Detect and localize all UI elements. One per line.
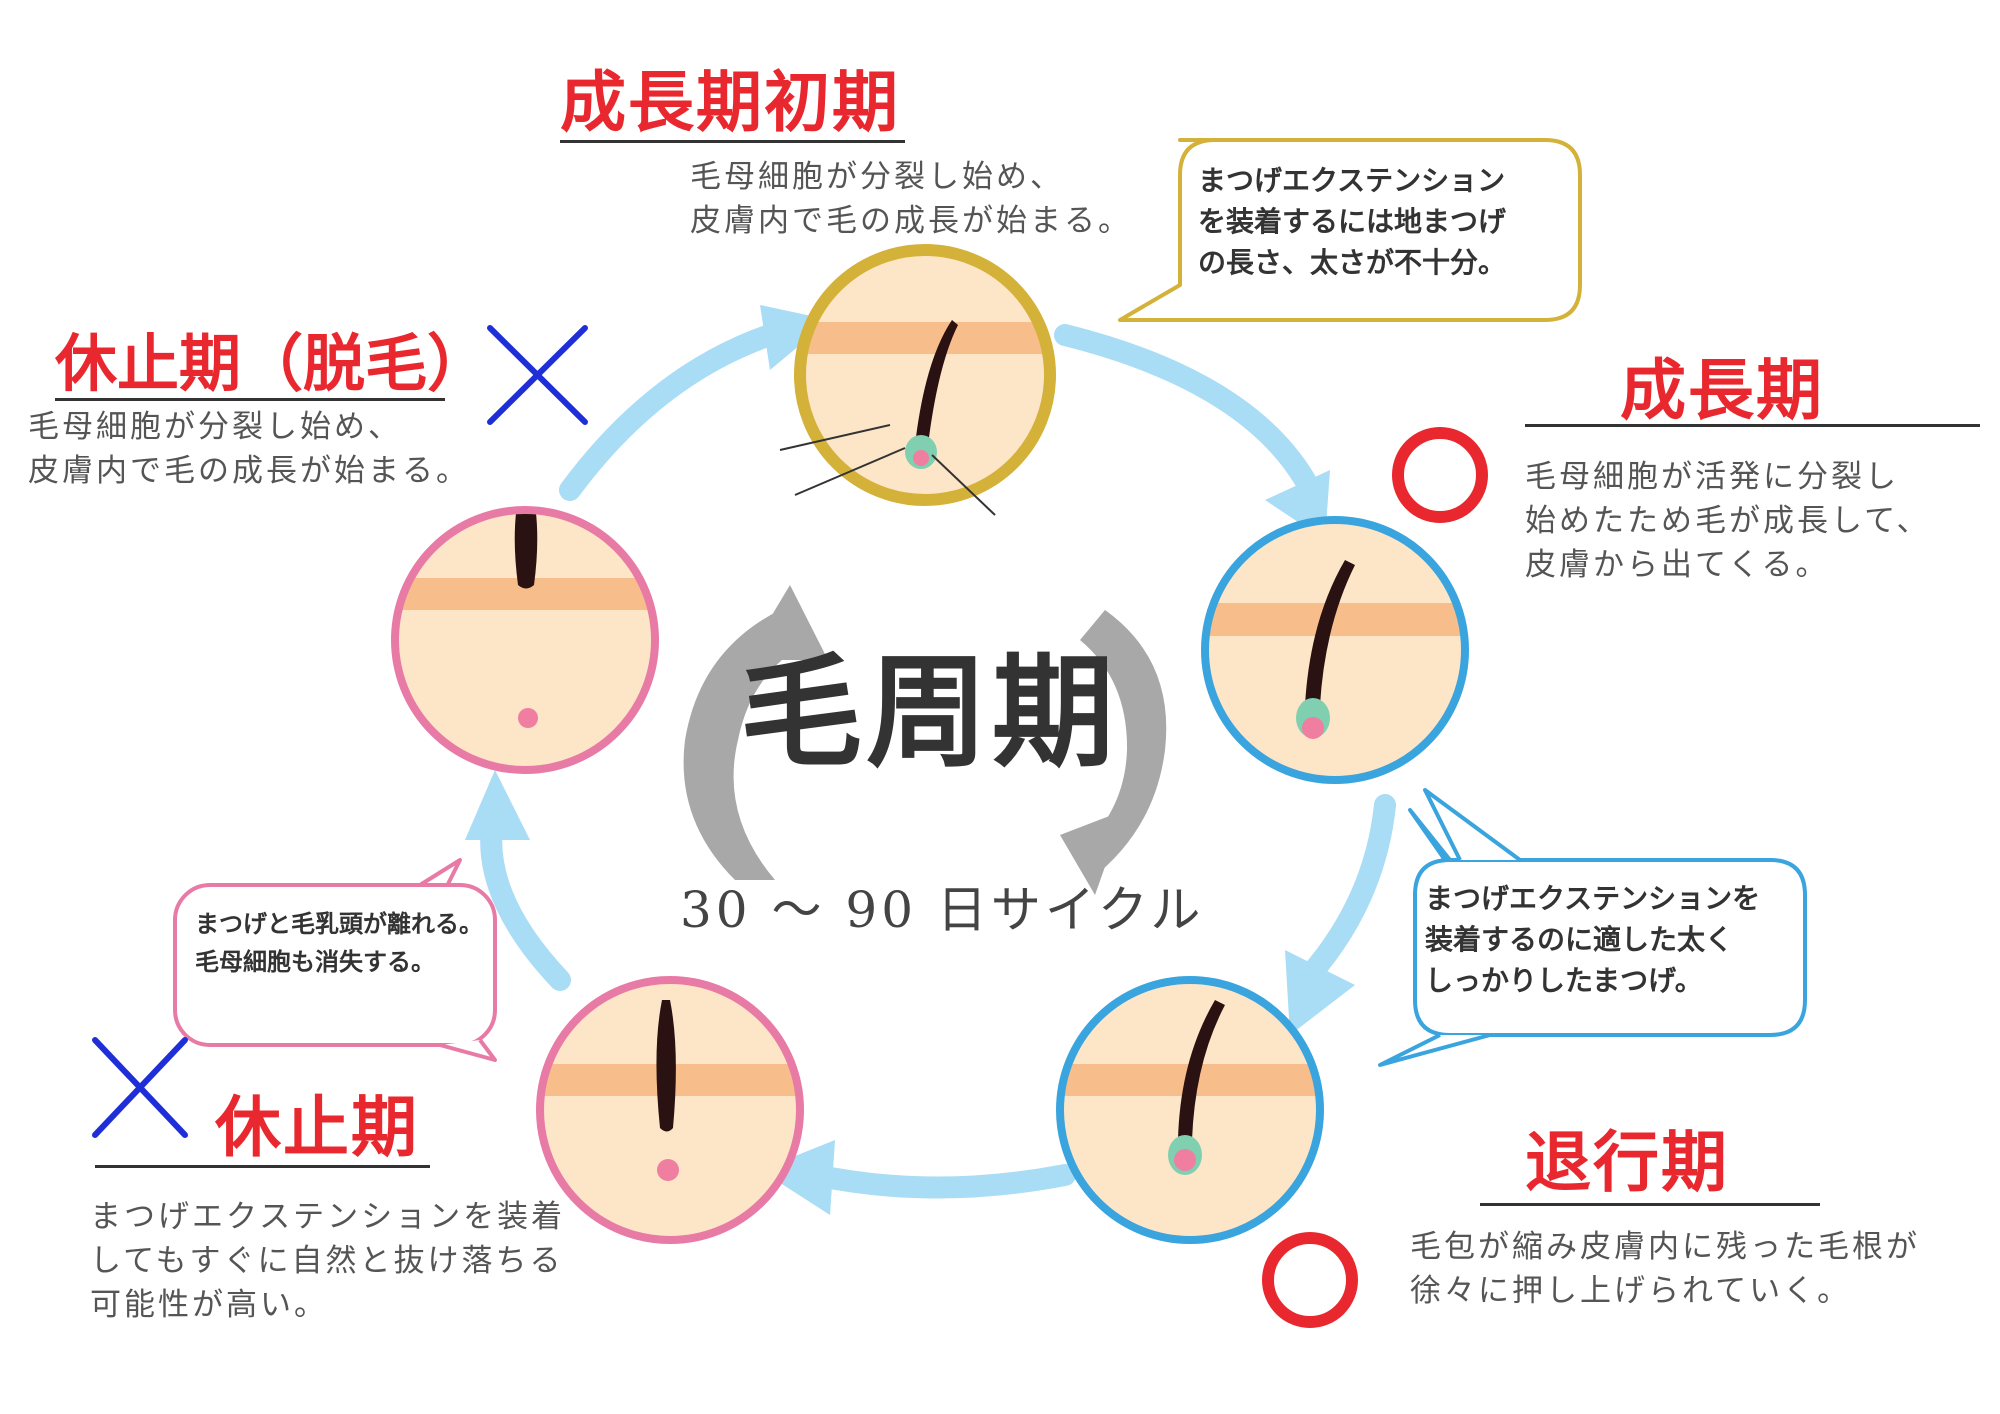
dermal-papilla xyxy=(518,708,538,728)
center-title: 毛周期 xyxy=(740,642,1118,784)
phase-desc-catagen: 毛包が縮み皮膚内に残った毛根が徐々に押し上げられていく。 xyxy=(1410,1229,1920,1309)
bubble-text-early-anagen: まつげエクステンションを装着するには地まつげの長さ、太さが不十分。 xyxy=(1198,164,1507,279)
dermal-papilla xyxy=(1174,1149,1196,1171)
bubble-early-anagen xyxy=(1118,138,1582,322)
title-underline xyxy=(95,1165,430,1168)
phase-desc-telogen-shedding: 毛母細胞が分裂し始め、皮膚内で毛の成長が始まる。 xyxy=(28,409,470,489)
arrow-anagen-to-catagen xyxy=(1299,794,1396,986)
phase-desc-telogen: まつげエクステンションを装着してもすぐに自然と抜け落ちる可能性が高い。 xyxy=(90,1199,566,1323)
title-underline xyxy=(1480,1203,1820,1206)
gray-arrow-left xyxy=(683,610,812,880)
mark-x-telogen xyxy=(92,1037,188,1138)
arrow-early-to-anagen xyxy=(1054,324,1316,491)
phase-circle-telogen-shedding xyxy=(391,506,659,774)
arrowhead-telogen xyxy=(760,1140,835,1215)
bubble-text-telogen: まつげと毛乳頭が離れる。毛母細胞も消失する。 xyxy=(195,910,483,976)
mark-circle-catagen xyxy=(1262,1232,1358,1328)
title-underline xyxy=(55,398,445,401)
phase-circle-early-anagen xyxy=(779,244,1056,516)
bubble-telogen xyxy=(173,858,497,1062)
center-cycle-arrows xyxy=(683,585,1167,895)
arrow-shed-to-early xyxy=(559,324,781,501)
phase-circle-catagen xyxy=(1056,976,1324,1244)
arrowhead-catagen xyxy=(1285,950,1355,1035)
hair-shaft xyxy=(514,510,538,589)
mark-circle-anagen xyxy=(1392,427,1488,523)
phase-circle-anagen xyxy=(1201,516,1469,784)
phase-desc-anagen: 毛母細胞が活発に分裂し始めたため毛が成長して、皮膚から出てくる。 xyxy=(1525,459,1931,583)
gray-arrowhead-right xyxy=(1060,810,1125,895)
pointer-line xyxy=(779,424,891,451)
cycle-duration-label: 30 〜 90 日サイクル xyxy=(680,881,1205,939)
phase-desc-early-anagen: 毛母細胞が分裂し始め、皮膚内で毛の成長が始まる。 xyxy=(690,159,1132,239)
phase-circle-telogen xyxy=(536,976,804,1244)
dermal-papilla xyxy=(1302,717,1324,739)
phase-title-catagen: 退行期 xyxy=(1525,1124,1729,1201)
hair-shaft xyxy=(656,1000,676,1132)
pointer-line xyxy=(931,454,996,516)
gray-arrowhead-left xyxy=(745,585,828,660)
pointer-line xyxy=(794,447,906,496)
arrow-catagen-to-telogen xyxy=(804,1164,1076,1199)
gray-arrow-right xyxy=(1080,610,1167,880)
bubble-anagen xyxy=(1378,788,1807,1067)
arrowhead-shed xyxy=(465,770,530,840)
bubble-text-anagen: まつげエクステンションを装着するのに適した太くしっかりしたまつげ。 xyxy=(1425,882,1761,997)
phase-title-telogen: 休止期 xyxy=(215,1089,419,1166)
hair-shaft xyxy=(1178,1000,1225,1140)
hair-shaft xyxy=(915,320,958,445)
phase-title-early-anagen: 成長期初期 xyxy=(560,64,900,141)
dermal-papilla xyxy=(913,450,929,466)
dermal-papilla xyxy=(657,1159,679,1181)
phase-title-telogen-shedding: 休止期（脱毛） xyxy=(55,327,490,400)
title-underline xyxy=(1525,424,1980,427)
title-underline xyxy=(560,140,905,143)
phase-title-anagen: 成長期 xyxy=(1620,352,1824,429)
hair-shaft xyxy=(1305,560,1355,705)
mark-x-telogen-shedding xyxy=(487,325,588,425)
